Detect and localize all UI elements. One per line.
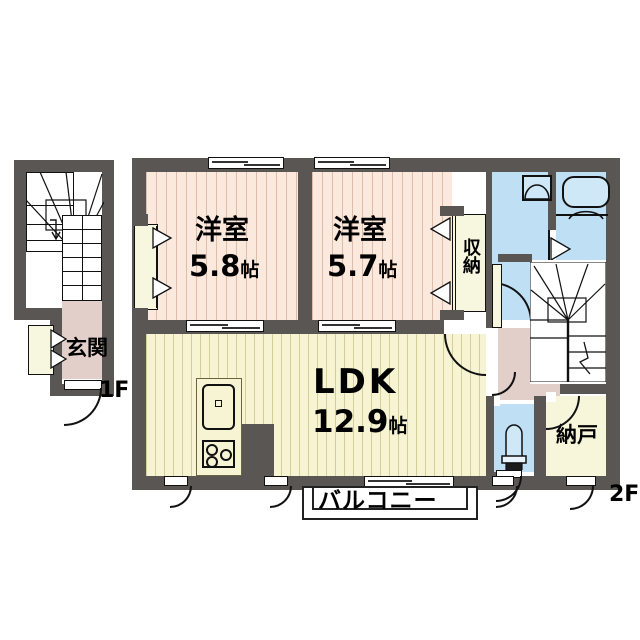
window-sash-line xyxy=(212,161,248,163)
bath-divider-line xyxy=(556,214,608,216)
second-floor-label: 2F xyxy=(609,482,640,507)
stair-direction-arrow xyxy=(46,218,64,242)
bedroom-right-sliding-door[interactable] xyxy=(318,320,396,332)
storeroom-exterior-window xyxy=(566,476,596,486)
bathtub-icon xyxy=(562,176,610,208)
closet-door-track xyxy=(156,226,157,308)
toilet-exterior-door-swing[interactable] xyxy=(496,486,518,508)
ldk-size-unit: 帖 xyxy=(388,415,408,437)
toilet-icon xyxy=(500,420,528,473)
wall-stub xyxy=(440,206,464,216)
ldk-door-swing-mid[interactable] xyxy=(270,486,292,508)
bedroom-left-size-value: 5.8 xyxy=(189,249,241,283)
storeroom-label: 納戸 xyxy=(556,423,598,447)
window-sash-line xyxy=(368,480,412,482)
door-sash-line xyxy=(222,327,260,329)
wall-stub xyxy=(132,308,148,322)
bathroom-door-icon[interactable] xyxy=(550,236,572,262)
bedroom-left-window xyxy=(208,157,284,169)
bedroom-right-window xyxy=(314,157,390,169)
bedroom-left-size: 5.8帖 xyxy=(189,252,259,281)
wall-stub xyxy=(132,214,148,226)
shoe-box-folding-door-icon[interactable] xyxy=(50,328,68,372)
closet-folding-door-icon[interactable] xyxy=(428,216,452,312)
closet-floor xyxy=(452,214,486,312)
bedroom-right-size: 5.7帖 xyxy=(327,252,397,281)
window-sash-line xyxy=(318,161,354,163)
bath-drain-icon xyxy=(568,205,604,220)
entrance-label: 玄関 xyxy=(66,336,108,360)
door-sash-line xyxy=(354,327,392,329)
entrance-shoe-box xyxy=(28,325,54,375)
ldk-door-swing-left[interactable] xyxy=(170,486,192,508)
closet-label: 収納 xyxy=(459,238,481,274)
washroom-door-opening xyxy=(492,320,536,328)
kitchen-wall-block xyxy=(242,424,274,476)
balcony-inner-outline xyxy=(312,486,468,510)
bedroom-right-size-value: 5.7 xyxy=(327,249,379,283)
storeroom-exterior-door-swing[interactable] xyxy=(570,486,594,510)
washbasin-icon xyxy=(524,180,550,200)
kitchen-sink-icon xyxy=(202,384,235,430)
stove-burner-icon xyxy=(220,449,232,461)
balcony-label: バルコニー xyxy=(318,488,438,514)
hall-door-opening xyxy=(494,396,500,406)
ldk-window-mid xyxy=(264,476,288,486)
bedroom-left-name: 洋室 xyxy=(195,215,249,246)
bedroom-partition-wall xyxy=(298,158,312,320)
ldk-size: 12.9帖 xyxy=(312,407,408,438)
bath-washroom-partition xyxy=(548,172,556,230)
stair-wall-2f-vert xyxy=(560,384,606,394)
wall-stub xyxy=(440,310,464,322)
window-sash-line xyxy=(244,164,280,166)
window-sash-line xyxy=(350,164,386,166)
ldk-size-value: 12.9 xyxy=(312,404,389,440)
first-floor-label: 1F xyxy=(99,378,130,403)
bedroom-right-name: 洋室 xyxy=(333,215,387,246)
bedroom-left-size-unit: 帖 xyxy=(240,259,260,281)
bedroom-right-floor xyxy=(312,172,452,320)
bedroom-left-floor xyxy=(146,172,298,320)
ldk-hall-door-opening xyxy=(444,320,486,334)
stair-tread-line xyxy=(26,205,74,206)
door-sash-line xyxy=(190,324,228,326)
staircase-2f-winder xyxy=(529,261,607,383)
kitchen-faucet-icon xyxy=(215,400,222,407)
stair-tread-line xyxy=(26,224,74,225)
stair-center-line xyxy=(82,215,83,301)
closet-door-track xyxy=(455,216,456,310)
hall-closet-strip xyxy=(492,264,502,328)
bedroom-right-size-unit: 帖 xyxy=(378,259,398,281)
bedroom-left-closet-folding-door-icon[interactable] xyxy=(151,226,173,310)
stove-burner-icon xyxy=(206,456,218,468)
stair-wall-2f xyxy=(498,254,532,262)
entrance-hall-extension xyxy=(62,323,102,379)
window-sash-line xyxy=(406,483,450,485)
stove-burner-icon xyxy=(206,444,218,456)
entrance-door-swing-arc[interactable] xyxy=(64,388,102,426)
bath-door-jamb xyxy=(548,230,550,266)
ldk-name: LDK xyxy=(313,362,399,402)
door-sash-line xyxy=(322,324,360,326)
toilet-wall-right xyxy=(534,396,546,476)
ldk-window-left xyxy=(164,476,188,486)
stair-tread-line xyxy=(26,240,74,241)
bedroom-left-sliding-door[interactable] xyxy=(186,320,264,332)
toilet-exterior-window xyxy=(492,476,514,486)
